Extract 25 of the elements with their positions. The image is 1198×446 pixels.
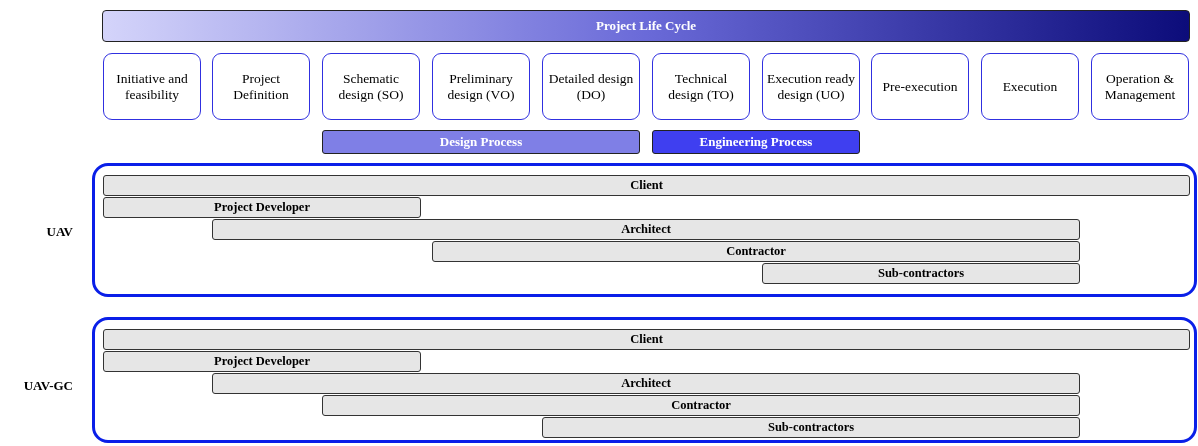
role-bar: Contractor	[432, 241, 1080, 262]
phase-box: Preliminary design (VO)	[432, 53, 530, 120]
phase-box: Execution	[981, 53, 1079, 120]
phase-box: Project Definition	[212, 53, 310, 120]
role-bar: Sub-contractors	[762, 263, 1080, 284]
title-bar: Project Life Cycle	[102, 10, 1190, 42]
phase-box: Detailed design (DO)	[542, 53, 640, 120]
phase-bar: Engineering Process	[652, 130, 860, 154]
phase-box: Schematic design (SO)	[322, 53, 420, 120]
phase-box: Initiative and feasibility	[103, 53, 201, 120]
row-label: UAV-GC	[23, 378, 73, 394]
phase-box: Execution ready design (UO)	[762, 53, 860, 120]
role-bar: Client	[103, 175, 1190, 196]
phase-box: Technical design (TO)	[652, 53, 750, 120]
role-bar: Sub-contractors	[542, 417, 1080, 438]
role-bar: Project Developer	[103, 351, 421, 372]
phase-bar: Design Process	[322, 130, 640, 154]
role-bar: Architect	[212, 373, 1080, 394]
role-bar: Client	[103, 329, 1190, 350]
role-bar: Architect	[212, 219, 1080, 240]
row-label: UAV	[46, 224, 73, 240]
role-bar: Contractor	[322, 395, 1080, 416]
phase-box: Operation & Management	[1091, 53, 1189, 120]
phase-box: Pre-execution	[871, 53, 969, 120]
role-bar: Project Developer	[103, 197, 421, 218]
